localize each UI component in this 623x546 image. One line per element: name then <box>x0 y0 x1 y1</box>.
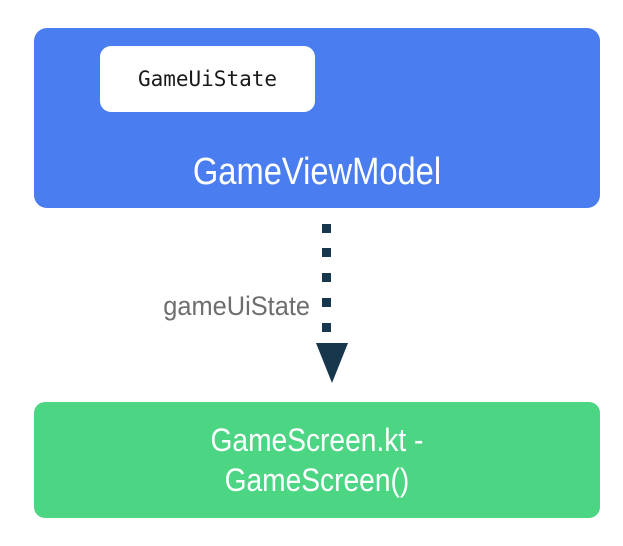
node-game-screen[interactable]: GameScreen.kt - GameScreen() <box>34 402 600 518</box>
state-chip-game-ui-state[interactable]: GameUiState <box>100 46 315 112</box>
connector-dotted-arrow <box>316 220 350 386</box>
dotted-line-dot-icon <box>322 298 331 307</box>
node-game-screen-line-2: GameScreen() <box>224 462 410 498</box>
node-game-screen-line-1: GameScreen.kt - <box>210 422 424 458</box>
node-game-view-model[interactable]: GameUiState GameViewModel <box>34 28 600 208</box>
node-game-view-model-title: GameViewModel <box>192 151 442 193</box>
arrow-down-icon <box>316 343 348 383</box>
dotted-line-dot-icon <box>322 273 331 282</box>
dotted-line-dot-icon <box>322 224 331 233</box>
connector-label-game-ui-state: gameUiState <box>163 291 310 321</box>
state-chip-label: GameUiState <box>137 67 278 91</box>
dotted-line-dot-icon <box>322 323 331 332</box>
dotted-line-dot-icon <box>322 248 331 257</box>
